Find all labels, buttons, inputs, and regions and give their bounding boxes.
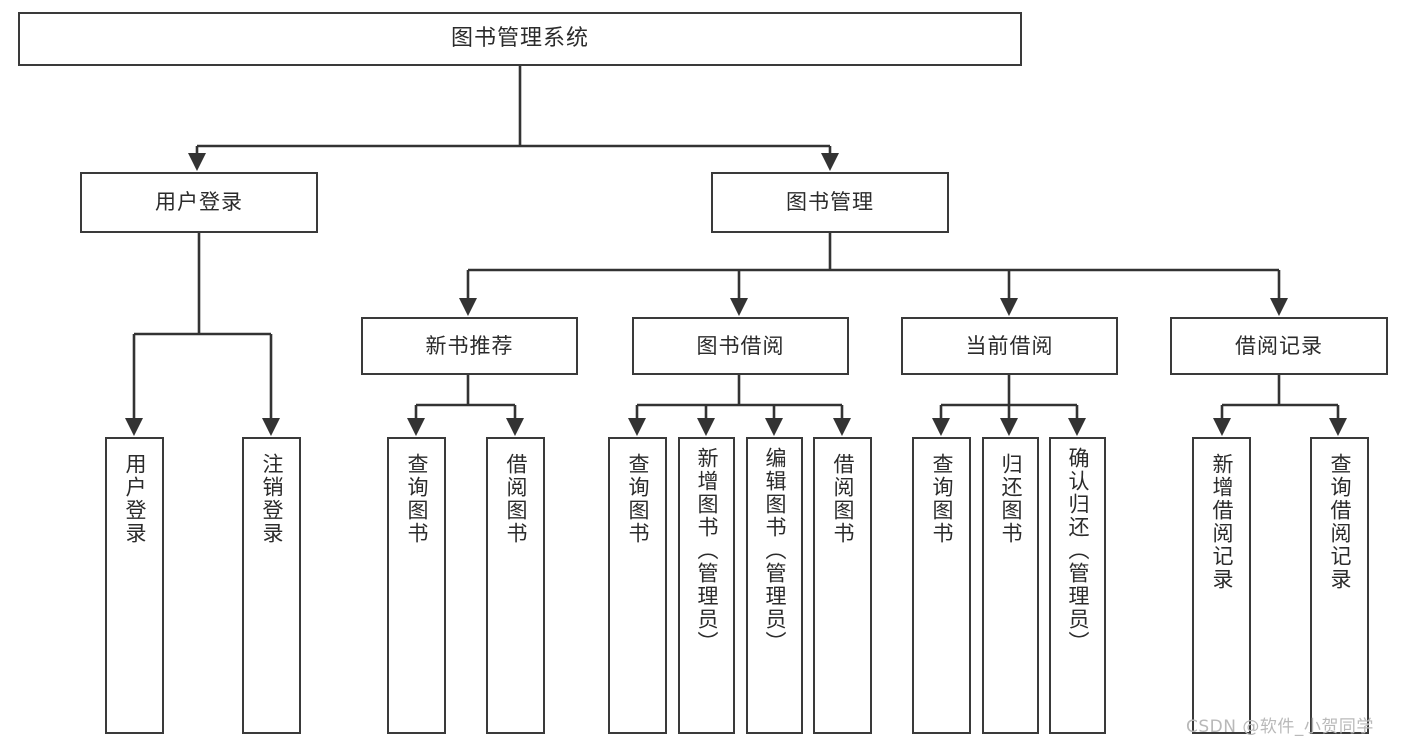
leaf-new-book-query[interactable]: 查询图书 bbox=[387, 437, 446, 734]
node-label: 新增图书（管理员） bbox=[695, 447, 719, 654]
node-label: 借阅图书 bbox=[504, 453, 528, 545]
leaf-user-login-login[interactable]: 用户登录 bbox=[105, 437, 164, 734]
node-label: 编辑图书（管理员） bbox=[763, 447, 787, 654]
leaf-book-borrow-edit[interactable]: 编辑图书（管理员） bbox=[746, 437, 803, 734]
leaf-borrow-record-query[interactable]: 查询借阅记录 bbox=[1310, 437, 1369, 734]
leaf-borrow-record-add[interactable]: 新增借阅记录 bbox=[1192, 437, 1251, 734]
node-book-management[interactable]: 图书管理 bbox=[711, 172, 949, 233]
leaf-book-borrow-query[interactable]: 查询图书 bbox=[608, 437, 667, 734]
node-borrow-record[interactable]: 借阅记录 bbox=[1170, 317, 1388, 375]
node-label: 查询图书 bbox=[405, 453, 429, 545]
node-label: 查询图书 bbox=[930, 453, 954, 545]
node-label: 借阅记录 bbox=[1235, 333, 1323, 358]
watermark: CSDN @软件_小贺同学 bbox=[1186, 717, 1374, 737]
node-label: 借阅图书 bbox=[831, 453, 855, 545]
node-label: 注销登录 bbox=[260, 453, 284, 545]
node-label: 新书推荐 bbox=[425, 333, 514, 358]
node-label: 用户登录 bbox=[155, 190, 243, 215]
node-label: 图书借阅 bbox=[696, 333, 785, 358]
node-label: 图书管理系统 bbox=[450, 26, 589, 52]
node-label: 新增借阅记录 bbox=[1210, 453, 1234, 591]
node-label: 查询图书 bbox=[626, 453, 650, 545]
leaf-current-borrow-return[interactable]: 归还图书 bbox=[982, 437, 1039, 734]
leaf-current-borrow-confirm[interactable]: 确认归还（管理员） bbox=[1049, 437, 1106, 734]
leaf-new-book-borrow[interactable]: 借阅图书 bbox=[486, 437, 545, 734]
node-new-book-recommend[interactable]: 新书推荐 bbox=[361, 317, 578, 375]
leaf-book-borrow-borrow[interactable]: 借阅图书 bbox=[813, 437, 872, 734]
node-label: 确认归还（管理员） bbox=[1066, 447, 1090, 654]
leaf-current-borrow-query[interactable]: 查询图书 bbox=[912, 437, 971, 734]
node-label: 当前借阅 bbox=[965, 333, 1054, 358]
leaf-book-borrow-add[interactable]: 新增图书（管理员） bbox=[678, 437, 735, 734]
node-label: 图书管理 bbox=[786, 190, 874, 215]
node-label: 归还图书 bbox=[999, 453, 1023, 545]
node-root-system[interactable]: 图书管理系统 bbox=[18, 12, 1022, 66]
node-label: 用户登录 bbox=[123, 453, 147, 545]
leaf-user-login-logout[interactable]: 注销登录 bbox=[242, 437, 301, 734]
node-current-borrow[interactable]: 当前借阅 bbox=[901, 317, 1118, 375]
node-user-login[interactable]: 用户登录 bbox=[80, 172, 318, 233]
node-label: 查询借阅记录 bbox=[1328, 453, 1352, 591]
node-book-borrow[interactable]: 图书借阅 bbox=[632, 317, 849, 375]
